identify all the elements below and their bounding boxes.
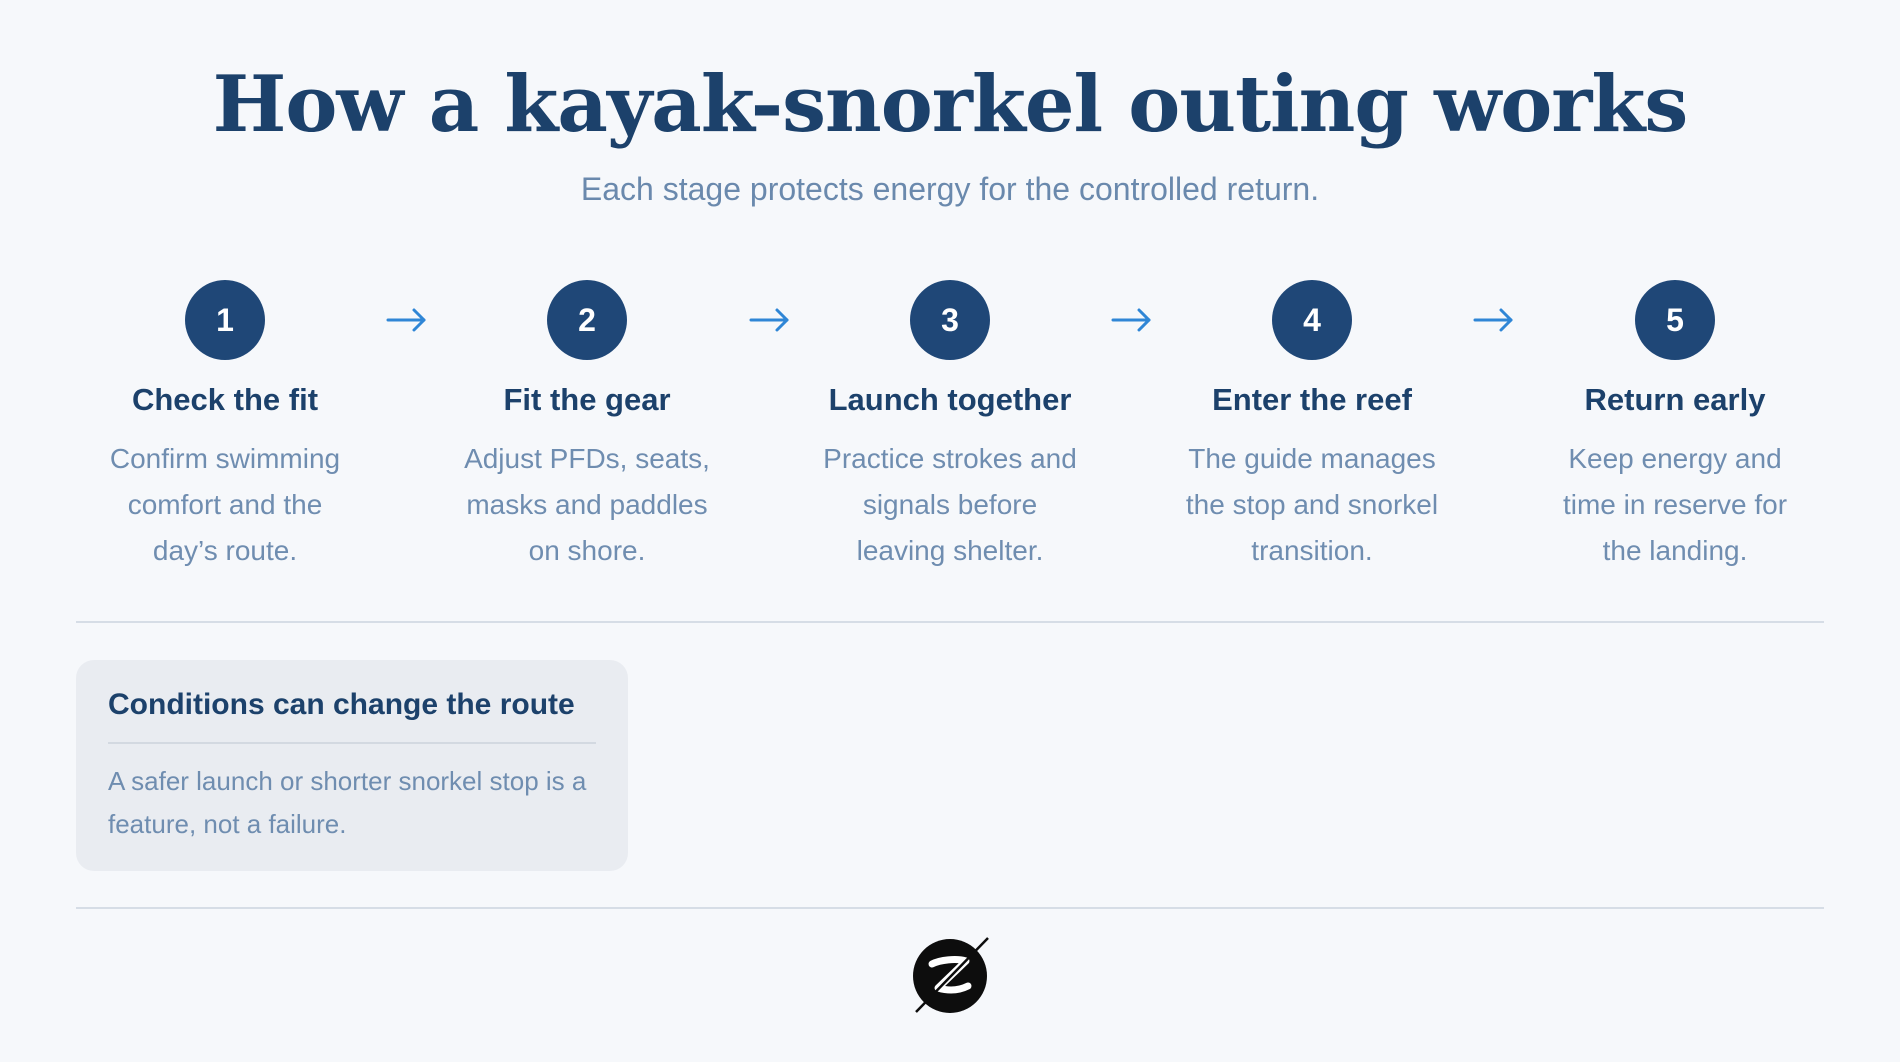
step-number-badge: 3 <box>910 280 990 360</box>
page-title: How a kayak-snorkel outing works <box>212 59 1689 150</box>
step-2: 2 Fit the gear Adjust PFDs, seats, masks… <box>437 280 737 574</box>
arrow-right-icon <box>1473 308 1513 332</box>
step-3: 3 Launch together Practice strokes and s… <box>800 280 1100 574</box>
step-description: The guide manages the stop and snorkel t… <box>1185 443 1439 567</box>
section-divider <box>76 621 1824 623</box>
step-description: Keep energy and time in reserve for the … <box>1562 443 1788 567</box>
step-title: Check the fit <box>131 382 319 417</box>
arrow-right-icon <box>749 308 789 332</box>
brand-logo-icon <box>913 937 989 1013</box>
step-number-badge: 4 <box>1272 280 1352 360</box>
step-description: Practice strokes and signals before leav… <box>823 443 1077 567</box>
step-4: 4 Enter the reef The guide manages the s… <box>1162 280 1462 574</box>
step-1: 1 Check the fit Confirm swimming comfort… <box>75 280 375 574</box>
step-number-badge: 2 <box>547 280 627 360</box>
step-title: Enter the reef <box>1212 382 1412 417</box>
step-title: Return early <box>1584 382 1766 417</box>
step-number-badge: 1 <box>185 280 265 360</box>
page-subtitle: Each stage protects energy for the contr… <box>580 171 1320 207</box>
callout-text: A safer launch or shorter snorkel stop i… <box>108 765 587 839</box>
arrow-right-icon <box>1111 308 1151 332</box>
step-description: Confirm swimming comfort and the day’s r… <box>109 443 341 567</box>
step-title: Fit the gear <box>503 382 671 417</box>
conditions-callout: Conditions can change the route A safer … <box>76 660 628 871</box>
step-description: Adjust PFDs, seats, masks and paddles on… <box>464 443 710 567</box>
footer-divider <box>76 907 1824 909</box>
step-number-badge: 5 <box>1635 280 1715 360</box>
step-title: Launch together <box>828 382 1072 417</box>
callout-title: Conditions can change the route <box>108 686 596 744</box>
step-5: 5 Return early Keep energy and time in r… <box>1525 280 1825 574</box>
arrow-right-icon <box>386 308 426 332</box>
process-steps: 1 Check the fit Confirm swimming comfort… <box>0 280 1900 580</box>
